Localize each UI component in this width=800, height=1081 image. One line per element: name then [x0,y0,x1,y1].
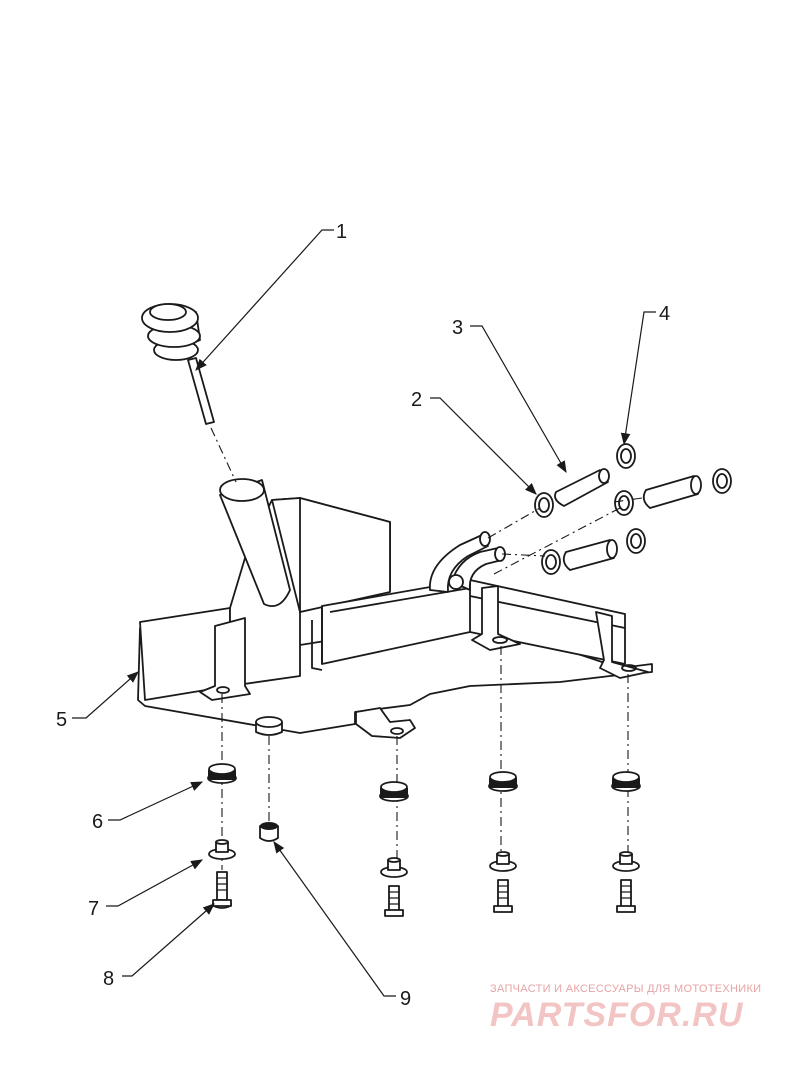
callout-3: 3 [452,317,463,339]
drain-plug [259,822,279,842]
callout-1: 1 [336,221,347,243]
callout-4: 4 [659,303,670,325]
watermark-brand: PARTSFOR.RU [490,996,744,1034]
watermark: ЗАПЧАСТИ И АКСЕССУАРЫ ДЛЯ МОТОТЕХНИКИ PA… [490,983,761,1034]
oil-tank [137,478,653,739]
callout-8: 8 [103,968,114,990]
callout-7: 7 [88,898,99,920]
callout-2: 2 [411,389,422,411]
bolts [212,871,636,917]
filler-cap-dipstick [141,303,215,425]
callout-5: 5 [56,709,67,731]
callout-9: 9 [400,988,411,1010]
hoses-and-clamps [487,443,732,575]
rubber-mounts [207,763,641,802]
watermark-tagline: ЗАПЧАСТИ И АКСЕССУАРЫ ДЛЯ МОТОТЕХНИКИ [490,983,761,995]
washers-collars [208,839,640,878]
callout-labels: 1 2 3 4 5 6 7 8 9 [56,221,670,1010]
callout-6: 6 [92,811,103,833]
leader-lines [72,229,656,997]
